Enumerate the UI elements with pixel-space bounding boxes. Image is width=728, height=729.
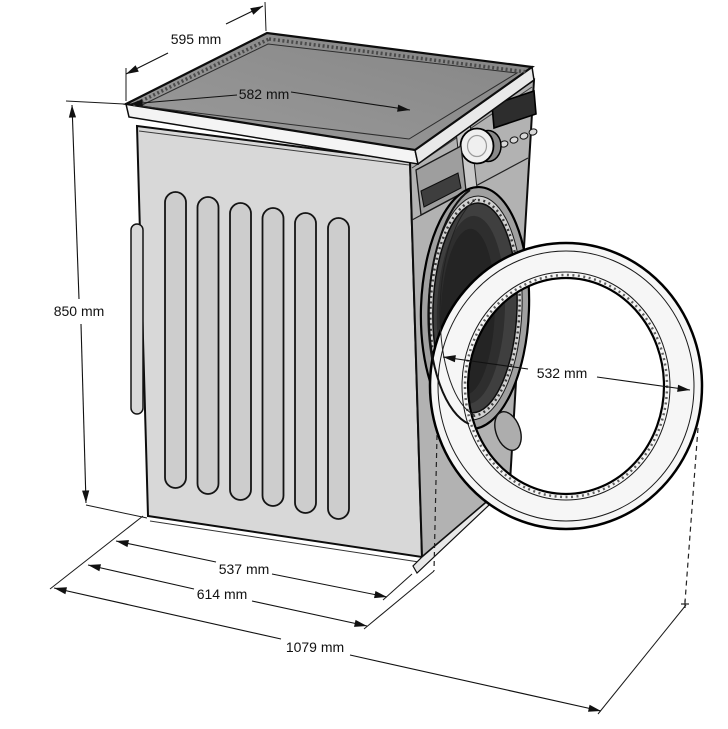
detergent-drawer [415,144,467,217]
side-panel-groove [164,191,187,489]
dimension-depth-door-open [53,587,602,712]
extension-lines [49,1,687,715]
dim-label-door-diameter: 532 mm [537,365,588,381]
drawer-slot [420,172,462,208]
side-panel-groove [229,202,252,501]
dimension-lines [53,5,691,712]
dimension-height [68,104,90,504]
dashed-drop-door-front [433,434,438,572]
side-panel-top-shadow [138,130,410,166]
door-inner-step [461,271,671,501]
ext-line-rear-base [49,515,144,590]
ext-line-614-right [363,570,435,630]
washing-machine-illustration [122,31,704,574]
ext-line-850-top [65,100,125,105]
dimension-top-width [129,91,411,112]
side-panel-groove [327,217,350,520]
lid-inner-frame [138,43,519,140]
gasket-overlap-arc-inner [439,198,477,416]
dim-label-depth-with-door: 614 mm [197,586,248,602]
dim-label-depth-door-open: 1079 mm [286,639,344,655]
side-panel-groove [294,212,317,514]
side-panel-groove [196,196,220,495]
projection-dashed-lines [433,427,699,608]
knob-face [459,127,495,165]
ext-line-537-right [382,573,413,601]
lid-hatch-back-right [268,37,528,74]
panel-button [519,132,529,140]
ext-line-850-bottom [85,504,148,519]
dimension-body-depth [115,540,388,599]
dim-label-top-width: 582 mm [239,86,290,102]
dimension-depth-with-door [87,564,368,627]
dimension-top-depth [125,5,264,75]
door-outer-step [437,250,695,522]
gasket-hatch-ticks [429,198,521,418]
gasket-overlap-arc-outer [427,189,471,425]
dashed-drop-door-open-edge [684,427,699,603]
dimension-labels: 595 mm 582 mm 850 mm 532 mm 537 mm 614 m… [54,31,588,655]
lid-top-surface [122,31,535,152]
side-panel-groove [261,207,285,507]
display-screen [491,89,537,130]
dim-label-body-depth: 537 mm [219,561,270,577]
dim-label-height: 850 mm [54,303,105,319]
program-knob [459,127,502,165]
ext-line-595-right [264,1,267,32]
side-panel [130,124,424,563]
panel-button [509,136,519,144]
rear-edge-strip [130,223,144,415]
dimension-door-diameter [442,355,691,392]
dim-label-top-depth: 595 mm [171,31,222,47]
side-panel-bottom-line [149,520,420,563]
ext-line-1079-right [597,604,687,715]
door-outer-edge [428,241,704,531]
top-lid [122,31,535,166]
door-hatch-ticks [463,273,669,499]
knob-inner-ring [466,134,488,158]
hinge-cover-oval [494,411,522,451]
panel-button [528,128,538,136]
